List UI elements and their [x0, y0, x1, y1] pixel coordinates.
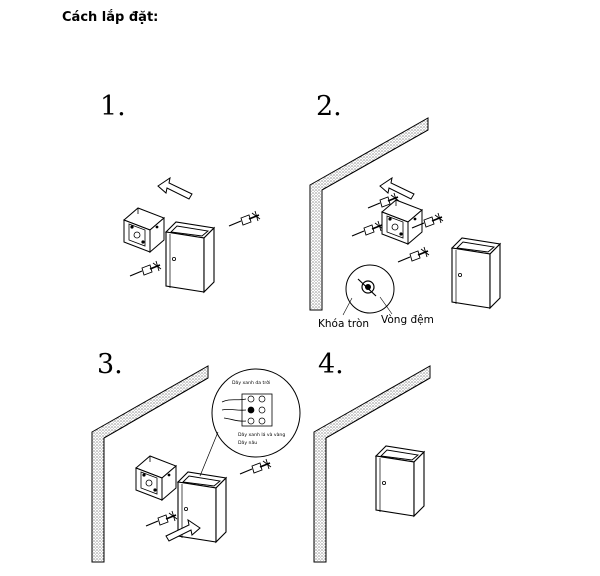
screw-icon — [351, 220, 384, 237]
mounting-bracket — [381, 199, 423, 245]
screw-icon — [397, 246, 430, 263]
step-number-3: 3. — [97, 349, 123, 380]
label-washer: Vòng đệm — [381, 314, 434, 326]
step-3-illustration: Dây xanh da trời Dây xanh lá và vàng Dây… — [91, 365, 301, 563]
step-number-4: 4. — [318, 349, 344, 380]
screw-icon — [145, 510, 178, 527]
screw-icon — [239, 458, 272, 475]
label-lock-ring: Khóa tròn — [318, 318, 369, 330]
step-4-illustration — [313, 365, 431, 563]
step-number-2: 2. — [316, 91, 342, 122]
lamp-box — [165, 221, 215, 293]
mounting-bracket — [135, 455, 177, 501]
screw-icon — [228, 210, 261, 227]
wire-label-bottom2: Dây nâu — [238, 439, 257, 446]
lamp-box-mounted — [375, 445, 425, 517]
page-title: Cách lắp đặt: — [62, 10, 159, 25]
direction-arrow-icon — [379, 177, 415, 200]
screw-icon — [129, 260, 162, 277]
wire-label-bottom: Dây xanh lá và vàng — [238, 431, 285, 438]
direction-arrow-icon — [157, 177, 193, 200]
lamp-box — [451, 237, 501, 309]
wire-label-top: Dây xanh da trời — [232, 379, 270, 386]
step-2-illustration: Khóa tròn Vòng đệm — [309, 117, 501, 330]
terminal-block — [241, 393, 273, 427]
step-number-1: 1. — [100, 91, 126, 122]
mounting-bracket — [123, 207, 165, 253]
step-1-illustration — [123, 177, 261, 293]
